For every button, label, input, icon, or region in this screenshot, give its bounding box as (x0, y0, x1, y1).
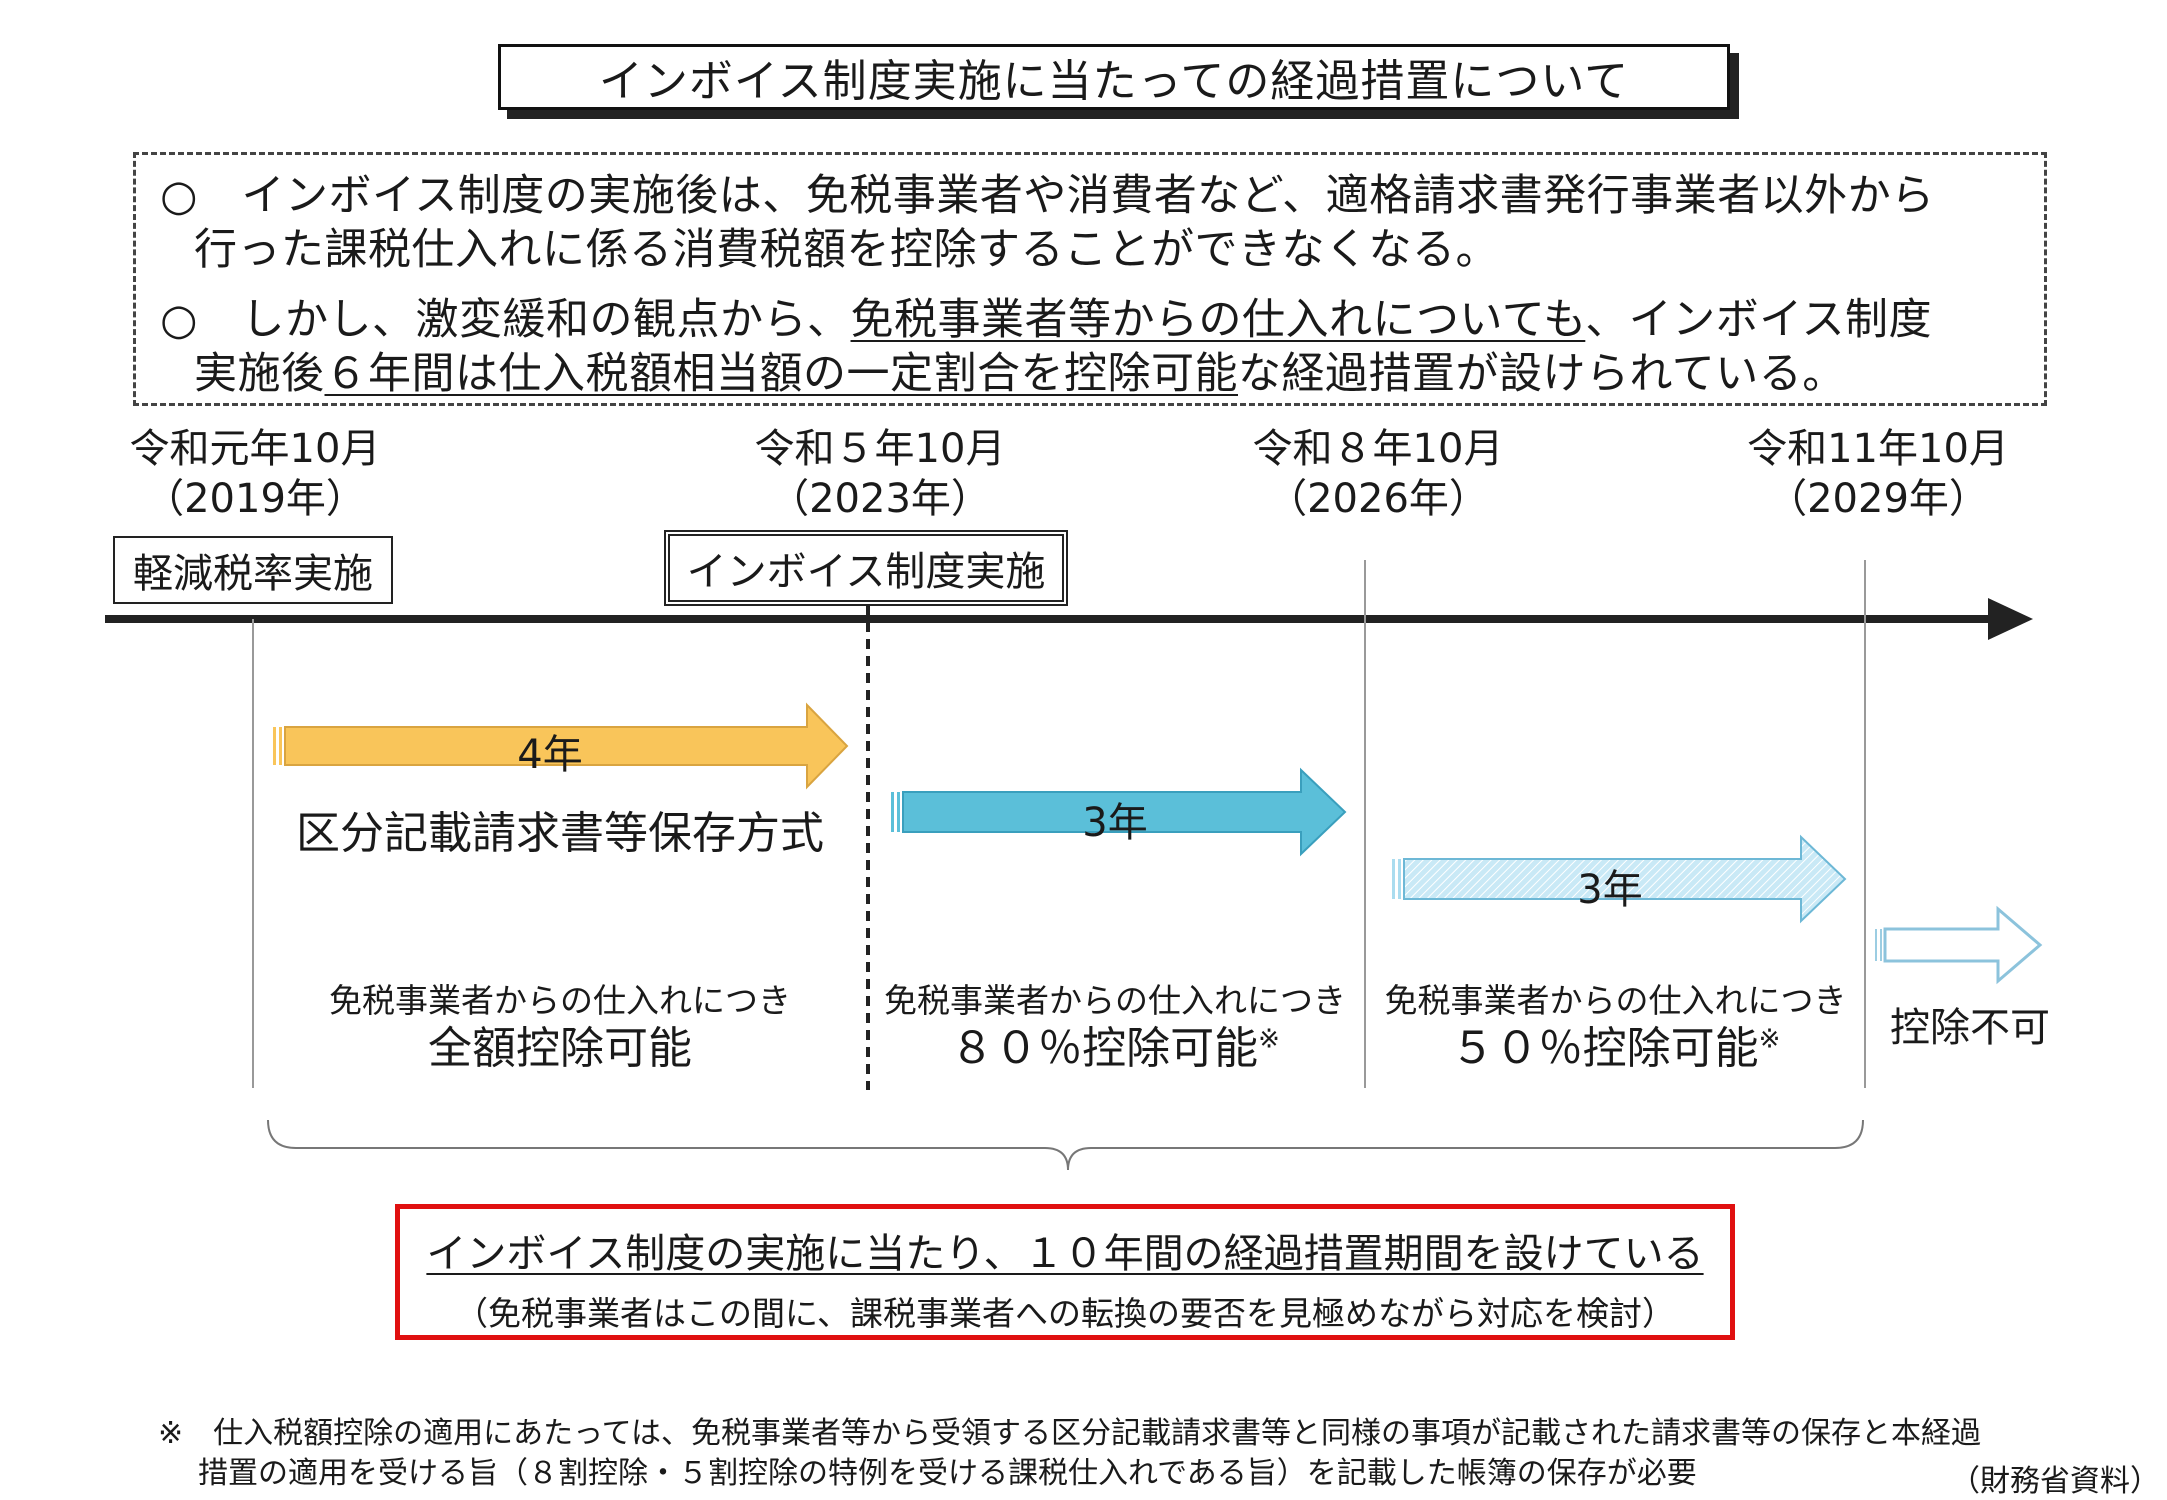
summary-underlined-text: ６年間は仕入税額相当額の一定割合を控除可能 (324, 349, 1238, 399)
period-2-mark: ※ (1258, 1024, 1280, 1055)
date-label: 令和５年10月 (754, 426, 1006, 472)
summary-underlined-text: 免税事業者等からの仕入れについても (850, 295, 1586, 345)
period-2-result-wrap: ８０％控除可能※ (870, 1012, 1360, 1076)
period-1-result: 全額控除可能 (428, 1023, 692, 1074)
summary-bullet1-line1: ○ インボイス制度の実施後は、免税事業者や消費者など、適格請求書発行事業者以外か… (160, 171, 1935, 221)
period-3-result: ５０％控除可能 (1450, 1023, 1759, 1074)
period-1-caption: 免税事業者からの仕入れにつき (329, 981, 791, 1020)
date-label: 令和元年10月 (129, 426, 381, 472)
date-2026: 令和８年10月 （2026年） (1228, 424, 1528, 524)
date-label: 令和８年10月 (1252, 426, 1504, 472)
summary-bullet1-line2: 行った課税仕入れに係る消費税額を控除することができなくなる。 (194, 225, 1499, 275)
date-2019: 令和元年10月 （2019年） (115, 424, 395, 524)
summary-text: 、インボイス制度 (1585, 295, 1933, 345)
summary-box: ○ インボイス制度の実施後は、免税事業者や消費者など、適格請求書発行事業者以外か… (133, 152, 2047, 406)
date-year: （2029年） (1767, 476, 1989, 522)
period-4-result: 控除不可 (1890, 1005, 2050, 1051)
transition-note-main-text: インボイス制度の実施に当たり、１０年間の経過措置期間を設けている (426, 1231, 1704, 1277)
transition-note-box: インボイス制度の実施に当たり、１０年間の経過措置期間を設けている （免税事業者は… (395, 1204, 1735, 1340)
date-year: （2023年） (769, 476, 991, 522)
summary-bullet2-line2: 実施後６年間は仕入税額相当額の一定割合を控除可能な経過措置が設けられている。 (194, 339, 1846, 401)
milestone-reduced-rate: 軽減税率実施 (113, 536, 393, 604)
date-2029: 令和11年10月 （2029年） (1728, 424, 2028, 524)
milestone-invoice-start: インボイス制度実施 (664, 530, 1068, 606)
period-2-duration: 3年 (1082, 800, 1148, 846)
period-bracket (267, 1119, 1864, 1171)
transition-note-sub: （免税事業者はこの間に、課税事業者への転換の要否を見極めながら対応を検討） (454, 1294, 1675, 1333)
timeline-arrowhead (1988, 598, 2033, 640)
period-arrow-4 (1875, 905, 2043, 985)
period-arrow-3 (1392, 834, 1847, 924)
footnote-line2: 措置の適用を受ける旨（８割控除・５割控除の特例を受ける課税仕入れである旨）を記載… (198, 1456, 1697, 1491)
summary-text: ○ しかし、激変緩和の観点から、 (160, 295, 851, 345)
footnote-line1: ※ 仕入税額控除の適用にあたっては、免税事業者等から受領する区分記載請求書等と同… (158, 1416, 1982, 1451)
period-1-duration: 4年 (517, 732, 583, 778)
date-label: 令和11年10月 (1747, 426, 2009, 472)
period-1-method: 区分記載請求書等保存方式 (296, 808, 824, 859)
source-label: （財務省資料） (1950, 1464, 2160, 1499)
period-3-mark: ※ (1758, 1024, 1781, 1055)
period-2-result: ８０％控除可能 (950, 1023, 1259, 1074)
period-3-duration: 3年 (1577, 867, 1643, 913)
period-3-caption: 免税事業者からの仕入れにつき (1384, 981, 1847, 1020)
date-year: （2019年） (144, 476, 366, 522)
date-year: （2026年） (1267, 476, 1489, 522)
period-arrow-2 (891, 767, 1347, 857)
transition-note-main: インボイス制度の実施に当たり、１０年間の経過措置期間を設けている (400, 1221, 1730, 1279)
summary-bullet2-line1: ○ しかし、激変緩和の観点から、免税事業者等からの仕入れについても、インボイス制… (160, 285, 1932, 347)
summary-text: 実施後 (194, 349, 325, 399)
period-3-result-wrap: ５０％控除可能※ (1368, 1012, 1863, 1076)
period-arrow-1 (273, 702, 849, 790)
summary-text: な経過措置が設けられている。 (1238, 349, 1846, 399)
period-2-caption: 免税事業者からの仕入れにつき (884, 981, 1346, 1020)
date-2023: 令和５年10月 （2023年） (730, 424, 1030, 524)
page-title: インボイス制度実施に当たっての経過措置について (498, 44, 1730, 110)
